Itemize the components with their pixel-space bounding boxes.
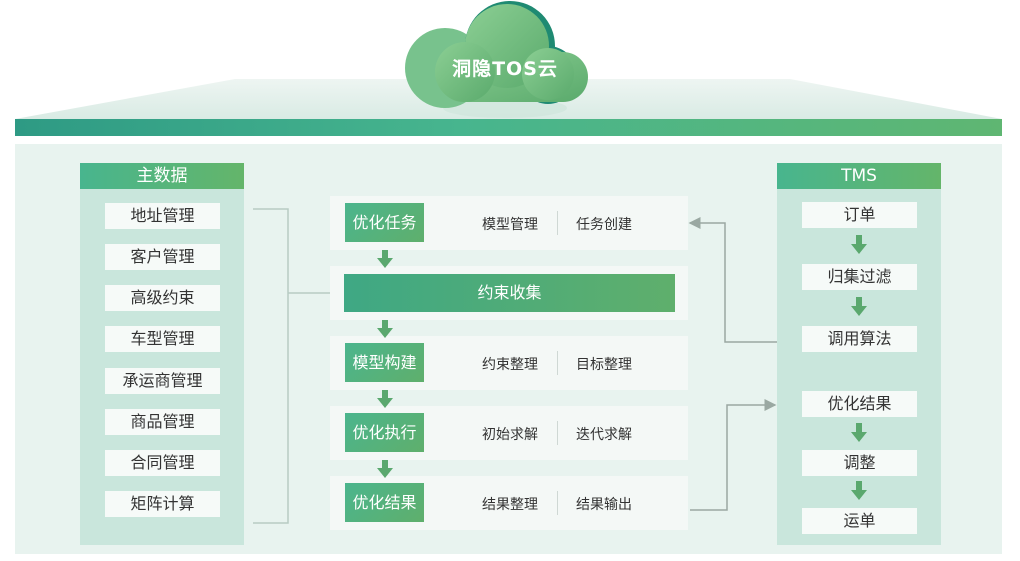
tag-optimize-execute[interactable]: 优化执行 — [345, 413, 424, 452]
tms-title: TMS — [777, 163, 941, 189]
sub-initial-solve[interactable]: 初始求解 — [482, 427, 538, 443]
constraint-collect-bar[interactable]: 约束收集 — [344, 274, 675, 312]
sub-result-arrange[interactable]: 结果整理 — [482, 497, 538, 513]
tms-item-adjust[interactable]: 调整 — [802, 450, 917, 476]
tms-item-result[interactable]: 优化结果 — [802, 391, 917, 417]
sub-iterative-solve[interactable]: 迭代求解 — [576, 427, 632, 443]
master-data-item[interactable]: 地址管理 — [105, 203, 220, 229]
master-data-item[interactable]: 承运商管理 — [105, 368, 220, 394]
tms-item-filter[interactable]: 归集过滤 — [802, 264, 917, 290]
master-data-item[interactable]: 高级约束 — [105, 285, 220, 311]
sub-model-manage[interactable]: 模型管理 — [482, 217, 538, 233]
tms-item-waybill[interactable]: 运单 — [802, 508, 917, 534]
sub-target-arrange[interactable]: 目标整理 — [576, 357, 632, 373]
master-data-item[interactable]: 商品管理 — [105, 409, 220, 435]
tms-item-call-algorithm[interactable]: 调用算法 — [802, 326, 917, 352]
master-data-item[interactable]: 车型管理 — [105, 326, 220, 352]
tag-optimize-task[interactable]: 优化任务 — [345, 203, 424, 242]
tms-item-order[interactable]: 订单 — [802, 202, 917, 228]
master-data-item[interactable]: 客户管理 — [105, 244, 220, 270]
master-data-title: 主数据 — [80, 163, 244, 189]
sub-result-output[interactable]: 结果输出 — [576, 497, 632, 513]
sub-constraint-arrange[interactable]: 约束整理 — [482, 357, 538, 373]
divider — [557, 211, 558, 235]
master-data-item[interactable]: 合同管理 — [105, 450, 220, 476]
master-data-item[interactable]: 矩阵计算 — [105, 491, 220, 517]
divider — [557, 421, 558, 445]
cloud-title: 洞隐TOS云 — [452, 58, 558, 80]
divider — [557, 351, 558, 375]
divider — [557, 491, 558, 515]
tag-model-build[interactable]: 模型构建 — [345, 343, 424, 382]
tag-optimize-result[interactable]: 优化结果 — [345, 483, 424, 522]
sub-task-create[interactable]: 任务创建 — [576, 217, 632, 233]
roof-illustration — [15, 1, 1002, 119]
roof-beam — [15, 119, 1002, 136]
